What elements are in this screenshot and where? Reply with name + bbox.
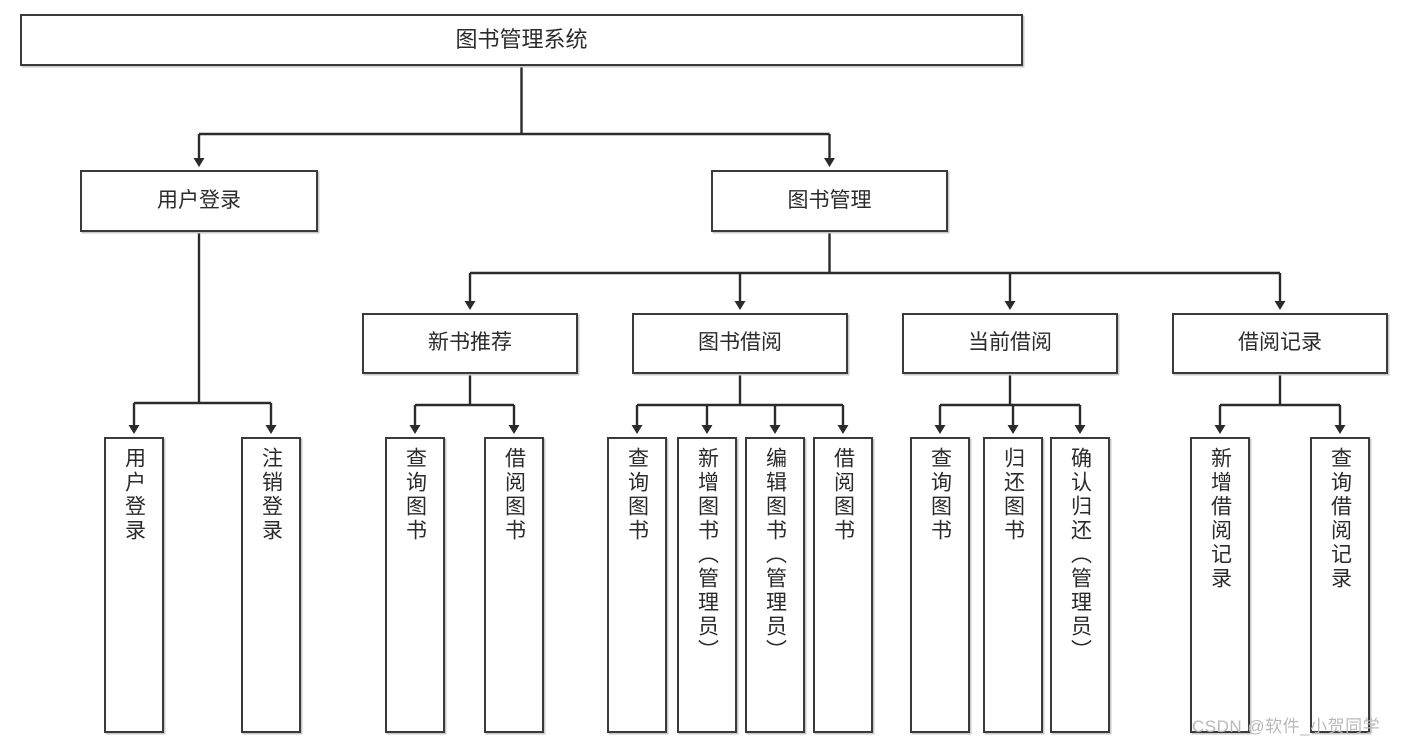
- node-leaf-edit-book[interactable]: 编辑图书（管理员）: [745, 437, 805, 733]
- node-label: 图书借阅: [698, 331, 782, 355]
- node-label: 用户登录: [157, 188, 241, 212]
- node-label: 新增借阅记录: [1208, 447, 1232, 591]
- node-label: 当前借阅: [968, 331, 1052, 355]
- node-label: 编辑图书（管理员）: [763, 447, 787, 663]
- node-user-login[interactable]: 用户登录: [80, 170, 318, 232]
- node-book-manage[interactable]: 图书管理: [711, 170, 948, 232]
- node-label: 注销登录: [259, 447, 283, 543]
- node-leaf-logout[interactable]: 注销登录: [241, 437, 301, 733]
- node-label: 查询图书: [625, 447, 649, 543]
- node-label: 新书推荐: [428, 331, 512, 355]
- node-leaf-query-record[interactable]: 查询借阅记录: [1310, 437, 1370, 733]
- node-label: 图书管理系统: [455, 27, 588, 53]
- node-leaf-add-book[interactable]: 新增图书（管理员）: [677, 437, 737, 733]
- node-label: 新增图书（管理员）: [695, 447, 719, 663]
- node-label: 归还图书: [1001, 447, 1025, 543]
- node-book-borrow[interactable]: 图书借阅: [632, 313, 848, 374]
- node-label: 图书管理: [787, 188, 872, 212]
- node-leaf-borrow-book-1[interactable]: 借阅图书: [484, 437, 544, 733]
- node-label: 借阅图书: [831, 447, 855, 543]
- node-label: 查询图书: [928, 447, 952, 543]
- node-leaf-user-login[interactable]: 用户登录: [104, 437, 164, 733]
- node-label: 借阅记录: [1238, 331, 1322, 355]
- node-root[interactable]: 图书管理系统: [20, 14, 1023, 66]
- node-label: 用户登录: [122, 447, 146, 543]
- node-borrow-record[interactable]: 借阅记录: [1172, 313, 1388, 374]
- node-label: 借阅图书: [502, 447, 526, 543]
- node-leaf-return-book[interactable]: 归还图书: [983, 437, 1043, 733]
- node-label: 查询借阅记录: [1328, 447, 1352, 591]
- node-leaf-add-record[interactable]: 新增借阅记录: [1190, 437, 1250, 733]
- watermark-text: CSDN @软件_小贺同学: [1192, 717, 1381, 736]
- node-leaf-query-book-1[interactable]: 查询图书: [385, 437, 445, 733]
- node-leaf-confirm-return[interactable]: 确认归还（管理员）: [1050, 437, 1110, 733]
- node-label: 查询图书: [403, 447, 427, 543]
- node-current-borrow[interactable]: 当前借阅: [902, 313, 1118, 374]
- node-label: 确认归还（管理员）: [1068, 447, 1092, 663]
- node-leaf-borrow-book-2[interactable]: 借阅图书: [813, 437, 873, 733]
- node-leaf-query-book-3[interactable]: 查询图书: [910, 437, 970, 733]
- node-new-book-rec[interactable]: 新书推荐: [362, 313, 578, 374]
- node-leaf-query-book-2[interactable]: 查询图书: [607, 437, 667, 733]
